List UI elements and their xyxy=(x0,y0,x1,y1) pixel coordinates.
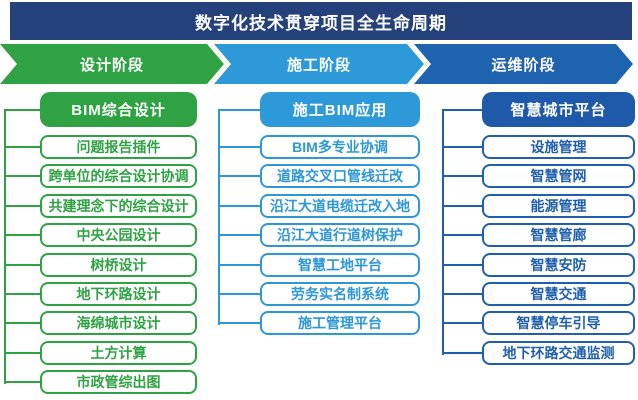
diagram-node-design-2: 共建理念下的综合设计 xyxy=(40,194,197,218)
diagram-node-design-0: 问题报告插件 xyxy=(40,135,197,159)
connector-line xyxy=(4,175,40,177)
diagram-node-construction-1: 道路交叉口管线迁改 xyxy=(260,164,420,188)
phase-header-box-construction: 施工BIM应用 xyxy=(260,92,420,127)
phase-arrow-operation: 运维阶段 xyxy=(414,44,633,84)
phase-header-box-operation: 智慧城市平台 xyxy=(482,92,635,127)
phase-header-box-design: BIM综合设计 xyxy=(40,92,197,127)
diagram-node-construction-6: 施工管理平台 xyxy=(260,311,420,335)
connector-line xyxy=(442,352,482,354)
phase-arrow-design-label: 设计阶段 xyxy=(79,56,144,74)
diagram-node-operation-3: 智慧管廊 xyxy=(482,223,635,247)
connector-line xyxy=(218,109,260,111)
phase-arrow-construction: 施工阶段 xyxy=(214,44,424,84)
connector-line xyxy=(4,381,40,383)
connector-line xyxy=(442,322,482,324)
diagram-node-construction-5: 劳务实名制系统 xyxy=(260,282,420,306)
connector-line xyxy=(218,146,260,148)
diagram-node-operation-4: 智慧安防 xyxy=(482,253,635,277)
connector-line xyxy=(4,293,40,295)
connector-line xyxy=(4,264,40,266)
connector-line xyxy=(442,264,482,266)
diagram-node-construction-0: BIM多专业协调 xyxy=(260,135,420,159)
connector-line xyxy=(218,264,260,266)
connector-line xyxy=(4,146,40,148)
diagram-node-operation-2: 能源管理 xyxy=(482,194,635,218)
phase-arrow-construction-label: 施工阶段 xyxy=(286,56,351,74)
connector-line xyxy=(218,234,260,236)
connector-line xyxy=(442,109,482,111)
diagram-node-construction-2: 沿江大道电缆迁改入地 xyxy=(260,194,420,218)
phase-arrow-design: 设计阶段 xyxy=(0,44,224,84)
diagram-node-design-6: 海绵城市设计 xyxy=(40,311,197,335)
connector-line xyxy=(442,293,482,295)
connector-line xyxy=(218,175,260,177)
diagram-node-construction-4: 智慧工地平台 xyxy=(260,253,420,277)
connector-line xyxy=(4,109,40,111)
diagram-node-design-7: 土方计算 xyxy=(40,341,197,365)
diagram-node-design-4: 树桥设计 xyxy=(40,253,197,277)
connector-line xyxy=(4,234,40,236)
diagram-node-operation-1: 智慧管网 xyxy=(482,164,635,188)
diagram-node-operation-5: 智慧交通 xyxy=(482,282,635,306)
connector-line xyxy=(218,205,260,207)
phase-arrow-operation-label: 运维阶段 xyxy=(491,56,556,74)
connector-line xyxy=(4,205,40,207)
diagram-node-design-1: 跨单位的综合设计协调 xyxy=(40,164,197,188)
connector-line xyxy=(442,175,482,177)
connector-line xyxy=(442,205,482,207)
connector-line xyxy=(442,234,482,236)
connector-line xyxy=(4,322,40,324)
diagram-title: 数字化技术贯穿项目全生命周期 xyxy=(10,2,632,40)
bracket-line-operation xyxy=(442,109,444,355)
connector-line xyxy=(4,352,40,354)
diagram-node-construction-3: 沿江大道行道树保护 xyxy=(260,223,420,247)
connector-line xyxy=(218,322,260,324)
connector-line xyxy=(218,293,260,295)
bracket-line-design xyxy=(4,109,6,384)
diagram-node-operation-7: 地下环路交通监测 xyxy=(482,341,635,365)
bracket-line-construction xyxy=(218,109,220,325)
diagram-node-design-8: 市政管综出图 xyxy=(40,370,197,394)
diagram-node-design-5: 地下环路设计 xyxy=(40,282,197,306)
diagram-node-operation-0: 设施管理 xyxy=(482,135,635,159)
connector-line xyxy=(442,146,482,148)
diagram-node-design-3: 中央公园设计 xyxy=(40,223,197,247)
diagram-node-operation-6: 智慧停车引导 xyxy=(482,311,635,335)
